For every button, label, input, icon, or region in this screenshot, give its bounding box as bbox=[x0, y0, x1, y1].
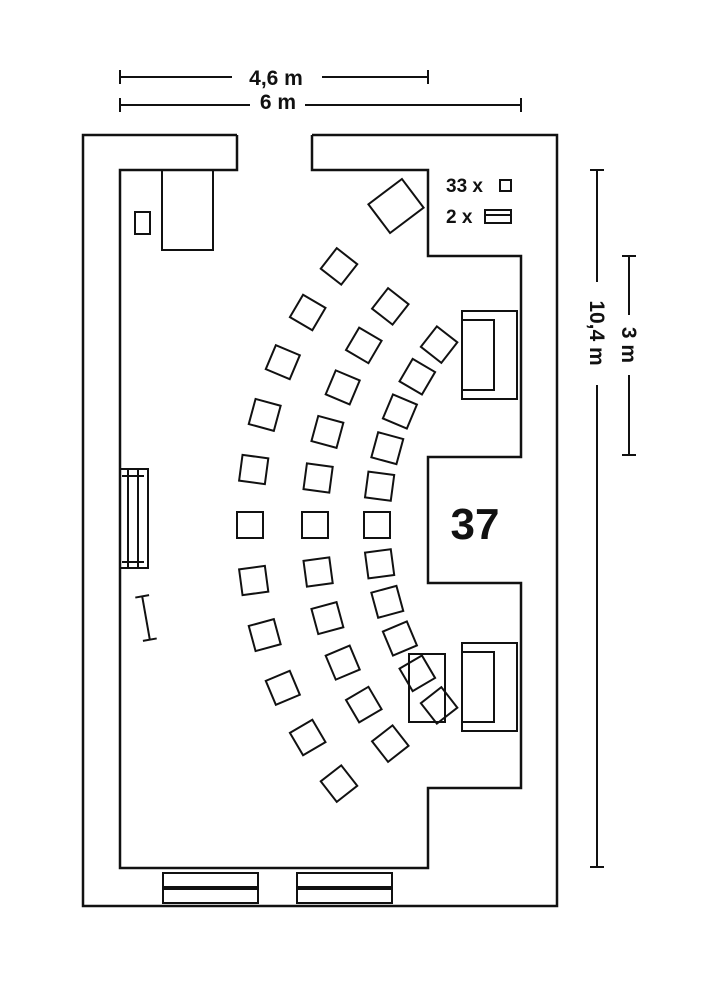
legend-table-count: 2 x bbox=[446, 207, 473, 228]
legend-table-icon bbox=[484, 209, 512, 224]
chair bbox=[237, 564, 270, 597]
desk-top-left bbox=[161, 169, 214, 251]
chair bbox=[363, 470, 396, 502]
chair bbox=[310, 600, 345, 636]
chair bbox=[236, 511, 264, 539]
dimension-label-total-width: 6 m bbox=[260, 91, 296, 114]
window-right bbox=[296, 872, 393, 904]
chair bbox=[247, 397, 282, 433]
chair bbox=[319, 246, 359, 287]
dimension-label-protrusion: 3 m bbox=[617, 327, 640, 363]
chair bbox=[319, 763, 359, 804]
chair bbox=[302, 462, 334, 494]
chair bbox=[324, 369, 362, 406]
chair bbox=[370, 286, 410, 327]
chair bbox=[324, 644, 362, 681]
chair bbox=[398, 357, 437, 396]
easel bbox=[135, 594, 157, 642]
legend-chair-icon bbox=[499, 179, 512, 192]
chair bbox=[344, 685, 383, 724]
chair bbox=[370, 723, 410, 764]
chair bbox=[419, 324, 459, 365]
dimension-label-inner-width: 4,6 m bbox=[249, 67, 303, 90]
chair bbox=[370, 431, 405, 466]
chair bbox=[344, 326, 383, 365]
chair bbox=[398, 654, 437, 693]
chair bbox=[264, 669, 302, 707]
chair bbox=[363, 511, 391, 539]
cabinet-lower bbox=[461, 642, 518, 732]
cabinet-upper bbox=[461, 310, 518, 400]
chair bbox=[370, 584, 405, 619]
chair bbox=[288, 293, 327, 332]
dimension-length-total: 10,4 m bbox=[585, 169, 608, 868]
dimension-width-inner: 4,6 m bbox=[119, 67, 429, 90]
teacher-desk-tilted bbox=[366, 177, 426, 235]
dimension-width-total: 6 m bbox=[119, 91, 522, 114]
side-table bbox=[408, 653, 446, 723]
outer-wall bbox=[81, 133, 559, 908]
chair bbox=[419, 685, 459, 726]
dimension-protrusion: 3 m bbox=[617, 255, 640, 456]
room-number: 37 bbox=[451, 500, 500, 549]
chair bbox=[302, 556, 334, 588]
chair bbox=[288, 718, 327, 757]
legend: 33 x 2 x bbox=[446, 176, 512, 228]
chair bbox=[310, 414, 345, 450]
whiteboard-stand bbox=[119, 468, 149, 569]
chair bbox=[381, 393, 419, 430]
seating-arrangement bbox=[236, 246, 459, 804]
chair bbox=[301, 511, 329, 539]
chair bbox=[264, 343, 302, 381]
dimension-label-total-length: 10,4 m bbox=[585, 300, 608, 365]
window-left bbox=[162, 872, 259, 904]
small-cabinet bbox=[134, 211, 151, 235]
chair bbox=[247, 617, 282, 653]
chair bbox=[363, 548, 396, 580]
legend-chair-count: 33 x bbox=[446, 176, 483, 197]
chair bbox=[237, 453, 270, 486]
chair bbox=[381, 620, 419, 657]
